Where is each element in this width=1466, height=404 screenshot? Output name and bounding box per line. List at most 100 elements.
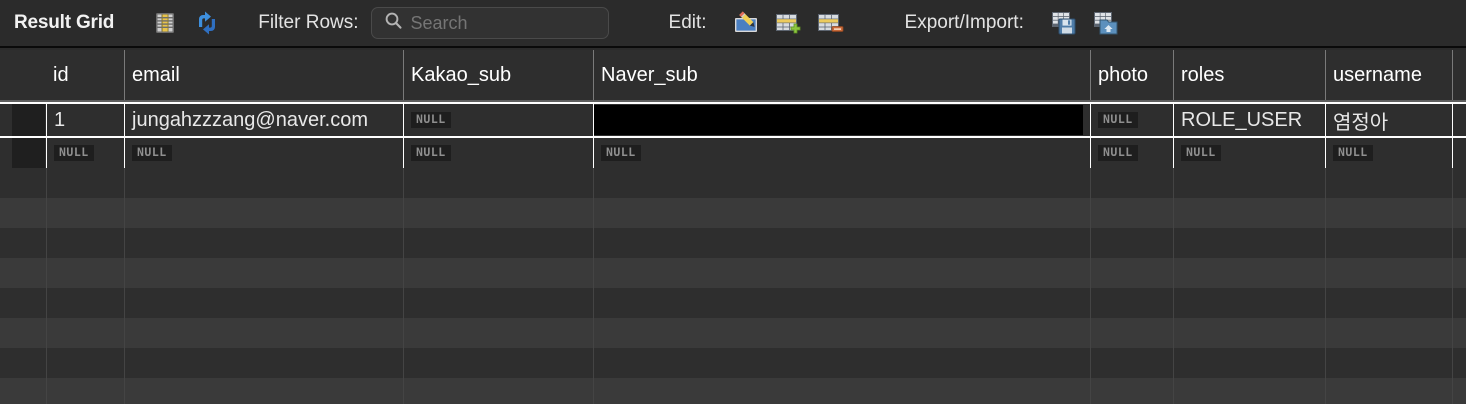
cell-naver_sub[interactable]: NULL — [593, 138, 1090, 168]
cell-empty-email[interactable] — [124, 318, 403, 348]
cell-empty-roles[interactable] — [1173, 198, 1325, 228]
cell-empty-overflow[interactable] — [1452, 318, 1466, 348]
cell-empty-naver_sub[interactable] — [593, 288, 1090, 318]
cell-photo[interactable]: NULL — [1090, 104, 1173, 136]
column-header-kakao_sub[interactable]: Kakao_sub — [403, 50, 593, 100]
cell-overflow[interactable] — [1452, 138, 1466, 168]
row-gutter-1[interactable] — [12, 104, 45, 136]
edit-pencil-icon[interactable] — [731, 8, 761, 38]
cell-empty-kakao_sub[interactable] — [403, 348, 593, 378]
column-header-username[interactable]: username — [1325, 50, 1452, 100]
column-header-email[interactable]: email — [124, 50, 403, 100]
table-row-empty[interactable] — [0, 378, 1466, 404]
cell-naver_sub[interactable] — [593, 104, 1090, 136]
cell-empty-kakao_sub[interactable] — [403, 228, 593, 258]
cell-empty-naver_sub[interactable] — [593, 198, 1090, 228]
column-header-overflow[interactable] — [1452, 50, 1466, 100]
cell-empty-username[interactable] — [1325, 288, 1452, 318]
cell-empty-kakao_sub[interactable] — [403, 288, 593, 318]
cell-empty-username[interactable] — [1325, 198, 1452, 228]
cell-empty-username[interactable] — [1325, 378, 1452, 404]
cell-empty-id[interactable] — [46, 228, 124, 258]
cell-empty-roles[interactable] — [1173, 318, 1325, 348]
table-row-empty[interactable] — [0, 258, 1466, 288]
column-header-photo[interactable]: photo — [1090, 50, 1173, 100]
cell-empty-username[interactable] — [1325, 258, 1452, 288]
cell-empty-email[interactable] — [124, 348, 403, 378]
cell-empty-id[interactable] — [46, 168, 124, 198]
cell-empty-email[interactable] — [124, 378, 403, 404]
search-input[interactable] — [410, 12, 581, 34]
grid-columns-icon[interactable] — [150, 8, 180, 38]
cell-kakao_sub[interactable]: NULL — [403, 138, 593, 168]
cell-id[interactable]: NULL — [46, 138, 124, 168]
cell-empty-id[interactable] — [46, 198, 124, 228]
cell-photo[interactable]: NULL — [1090, 138, 1173, 168]
cell-roles[interactable]: NULL — [1173, 138, 1325, 168]
import-recordset-icon[interactable] — [1090, 8, 1120, 38]
table-row-empty[interactable] — [0, 228, 1466, 258]
cell-roles[interactable]: ROLE_USER — [1173, 104, 1325, 136]
cell-empty-naver_sub[interactable] — [593, 378, 1090, 404]
table-row-empty[interactable] — [0, 348, 1466, 378]
cell-username[interactable]: NULL — [1325, 138, 1452, 168]
cell-empty-photo[interactable] — [1090, 168, 1173, 198]
cell-empty-username[interactable] — [1325, 318, 1452, 348]
cell-empty-roles[interactable] — [1173, 258, 1325, 288]
cell-empty-id[interactable] — [46, 288, 124, 318]
cell-empty-photo[interactable] — [1090, 288, 1173, 318]
cell-email[interactable]: jungahzzzang@naver.com — [124, 104, 403, 136]
cell-empty-overflow[interactable] — [1452, 168, 1466, 198]
cell-empty-photo[interactable] — [1090, 318, 1173, 348]
cell-empty-naver_sub[interactable] — [593, 168, 1090, 198]
cell-empty-photo[interactable] — [1090, 258, 1173, 288]
cell-empty-overflow[interactable] — [1452, 198, 1466, 228]
column-header-naver_sub[interactable]: Naver_sub — [593, 50, 1090, 100]
cell-empty-roles[interactable] — [1173, 168, 1325, 198]
cell-empty-roles[interactable] — [1173, 378, 1325, 404]
cell-empty-username[interactable] — [1325, 228, 1452, 258]
delete-row-icon[interactable] — [815, 8, 845, 38]
filter-rows-search-box[interactable] — [370, 7, 609, 39]
cell-empty-photo[interactable] — [1090, 378, 1173, 404]
cell-empty-overflow[interactable] — [1452, 258, 1466, 288]
cell-empty-id[interactable] — [46, 258, 124, 288]
table-row-empty[interactable] — [0, 288, 1466, 318]
cell-empty-naver_sub[interactable] — [593, 318, 1090, 348]
export-recordset-icon[interactable] — [1048, 8, 1078, 38]
cell-empty-kakao_sub[interactable] — [403, 198, 593, 228]
cell-empty-roles[interactable] — [1173, 288, 1325, 318]
column-header-roles[interactable]: roles — [1173, 50, 1325, 100]
cell-empty-naver_sub[interactable] — [593, 228, 1090, 258]
cell-empty-roles[interactable] — [1173, 348, 1325, 378]
column-header-id[interactable]: id — [53, 64, 69, 86]
insert-row-icon[interactable] — [773, 8, 803, 38]
cell-empty-id[interactable] — [46, 318, 124, 348]
cell-username[interactable]: 염정아 — [1325, 104, 1452, 136]
cell-empty-naver_sub[interactable] — [593, 258, 1090, 288]
cell-empty-id[interactable] — [46, 378, 124, 404]
cell-empty-id[interactable] — [46, 348, 124, 378]
cell-empty-overflow[interactable] — [1452, 348, 1466, 378]
row-gutter-2[interactable] — [12, 138, 45, 168]
cell-empty-photo[interactable] — [1090, 198, 1173, 228]
cell-empty-photo[interactable] — [1090, 228, 1173, 258]
cell-empty-overflow[interactable] — [1452, 228, 1466, 258]
cell-empty-photo[interactable] — [1090, 348, 1173, 378]
cell-empty-roles[interactable] — [1173, 228, 1325, 258]
refresh-arrows-icon[interactable] — [192, 8, 222, 38]
cell-empty-email[interactable] — [124, 228, 403, 258]
table-row-empty[interactable] — [0, 168, 1466, 198]
cell-empty-overflow[interactable] — [1452, 288, 1466, 318]
table-row-empty[interactable] — [0, 198, 1466, 228]
cell-empty-kakao_sub[interactable] — [403, 258, 593, 288]
cell-empty-email[interactable] — [124, 168, 403, 198]
cell-overflow[interactable] — [1452, 104, 1466, 136]
cell-kakao_sub[interactable]: NULL — [403, 104, 593, 136]
cell-empty-email[interactable] — [124, 198, 403, 228]
cell-empty-kakao_sub[interactable] — [403, 378, 593, 404]
cell-empty-overflow[interactable] — [1452, 378, 1466, 404]
cell-id[interactable]: 1 — [46, 104, 124, 136]
